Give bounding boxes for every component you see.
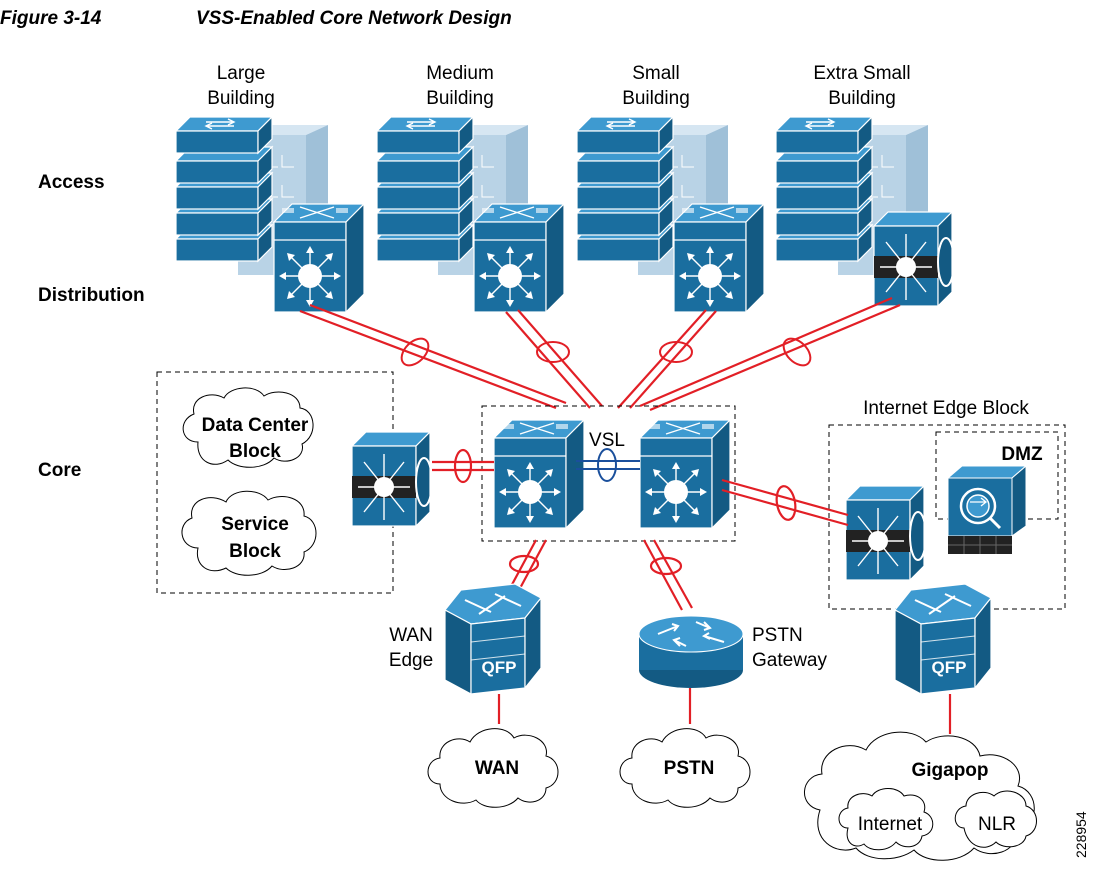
figure-id: 228954	[1073, 811, 1089, 858]
internet-edge-box	[828, 424, 1066, 610]
data-center-label-1: Data Center	[202, 415, 309, 436]
wan-edge-label-1: WAN	[389, 625, 433, 646]
vsl-label: VSL	[589, 430, 625, 451]
dc-core-links	[432, 448, 494, 484]
building-label-medium-1: Medium	[426, 63, 494, 84]
pstn-gateway-label-2: Gateway	[752, 650, 827, 671]
building-large	[175, 116, 365, 313]
internet-qfp-label: QFP	[932, 658, 967, 677]
wan-cloud: WAN	[427, 728, 559, 808]
pstn-cloud: PSTN	[619, 728, 751, 808]
core-switch-right	[639, 419, 731, 529]
building-label-large-1: Large	[217, 63, 266, 84]
wan-edge-qfp-label: QFP	[482, 658, 517, 677]
distribution-switch-large	[273, 203, 365, 313]
internet-qfp-router	[894, 583, 992, 695]
data-center-cloud: Data Center Block	[182, 387, 314, 468]
wan-edge-qfp-router	[444, 583, 542, 695]
access-stack-small	[576, 116, 674, 262]
building-label-small-1: Small	[632, 63, 680, 84]
data-center-vss-switch	[351, 431, 433, 527]
dmz-label: DMZ	[1001, 444, 1043, 465]
distribution-vss-xsmall	[873, 211, 955, 307]
nlr-cloud-label: NLR	[978, 814, 1016, 835]
building-label-xsmall-1: Extra Small	[813, 63, 910, 84]
firewall-appliance	[946, 464, 1028, 554]
wan-cloud-label: WAN	[475, 758, 519, 779]
distribution-switch-medium	[473, 203, 565, 313]
building-label-medium-2: Building	[426, 88, 494, 109]
building-label-xsmall-2: Building	[828, 88, 896, 109]
internet-edge-title: Internet Edge Block	[863, 398, 1029, 419]
building-label-large-2: Building	[207, 88, 275, 109]
cloud-links	[497, 688, 952, 734]
core-internet-edge-links	[721, 478, 849, 527]
pstn-cloud-label: PSTN	[664, 758, 715, 779]
gigapop-label: Gigapop	[911, 760, 988, 781]
core-switch-left	[493, 419, 585, 529]
gigapop-cloud: Gigapop Internet NLR	[804, 731, 1037, 861]
tier-label-distribution: Distribution	[38, 285, 145, 306]
figure-title: VSS-Enabled Core Network Design	[196, 8, 512, 29]
access-stack-extra-small	[775, 116, 873, 262]
pstn-gateway-label-1: PSTN	[752, 625, 803, 646]
access-stack-large	[175, 116, 273, 262]
distribution-core-links	[299, 296, 901, 412]
building-extra-small	[775, 116, 955, 307]
vsl-link	[576, 448, 640, 482]
link-bundle-rings-top	[400, 337, 812, 367]
core-wan-links	[507, 539, 547, 593]
service-block-label-1: Service	[221, 514, 289, 535]
service-block-label-2: Block	[229, 541, 281, 562]
building-medium	[376, 116, 565, 313]
core-pstn-links	[643, 539, 693, 611]
core-vss-box	[481, 405, 736, 542]
access-stack-medium	[376, 116, 474, 262]
service-block-cloud: Service Block	[181, 490, 317, 576]
internet-edge-vss-switch	[845, 485, 927, 581]
figure-number: Figure 3-14	[0, 8, 102, 29]
wan-edge-label-2: Edge	[389, 650, 433, 671]
building-small	[576, 116, 765, 313]
pstn-gateway-router	[638, 615, 744, 688]
internet-cloud-label: Internet	[858, 814, 923, 835]
tier-label-access: Access	[38, 172, 105, 193]
tier-label-core: Core	[38, 460, 81, 481]
building-label-small-2: Building	[622, 88, 690, 109]
data-center-label-2: Block	[229, 441, 281, 462]
distribution-switch-small	[673, 203, 765, 313]
